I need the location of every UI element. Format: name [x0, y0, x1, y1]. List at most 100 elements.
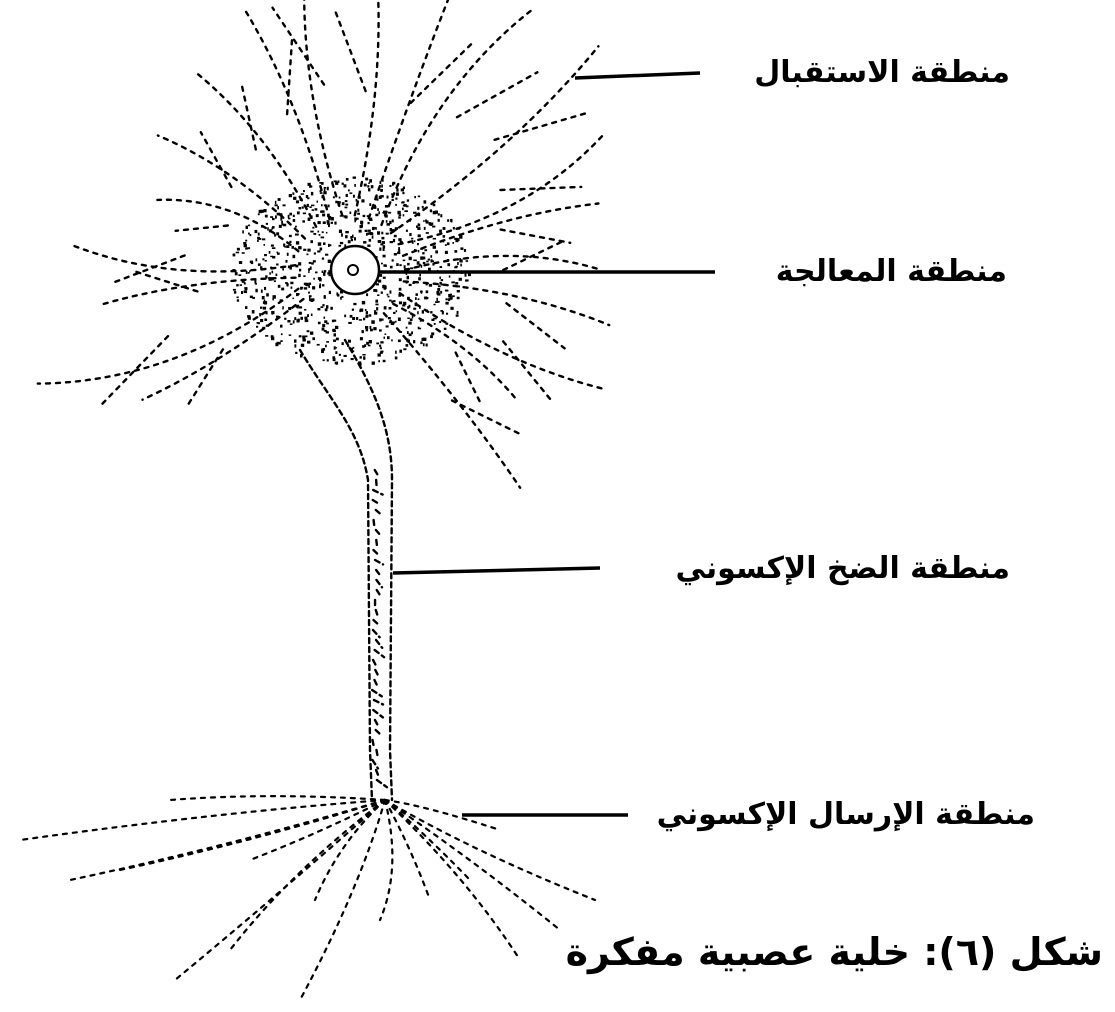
- soma-stipple: [298, 207, 302, 210]
- soma-stipple: [402, 207, 404, 211]
- soma-stipple: [398, 301, 403, 305]
- soma-stipple: [445, 301, 449, 305]
- soma-stipple: [354, 220, 356, 223]
- soma-stipple: [328, 243, 330, 247]
- dendrite-twig: [455, 71, 539, 119]
- soma-stipple: [379, 351, 383, 354]
- soma-stipple: [335, 325, 339, 330]
- soma-stipple: [350, 239, 353, 242]
- soma-stipple: [432, 245, 436, 249]
- axon-stipple: [372, 618, 381, 627]
- soma-stipple: [418, 277, 421, 281]
- soma-stipple: [422, 343, 425, 347]
- soma-stipple: [341, 233, 343, 237]
- soma-stipple: [265, 311, 268, 315]
- soma-stipple: [263, 301, 268, 305]
- soma-stipple: [446, 312, 449, 315]
- soma-stipple: [249, 295, 253, 299]
- soma-stipple: [406, 340, 410, 342]
- soma-stipple: [310, 185, 313, 188]
- soma-stipple: [347, 240, 351, 244]
- soma-stipple: [362, 345, 365, 348]
- soma-stipple: [393, 253, 397, 256]
- soma-stipple: [448, 275, 451, 278]
- soma-stipple: [403, 348, 407, 351]
- soma-stipple: [383, 286, 387, 289]
- axon-stipple: [371, 658, 378, 667]
- soma-stipple: [406, 331, 409, 334]
- soma-stipple: [467, 273, 471, 277]
- soma-stipple: [339, 215, 343, 217]
- soma-stipple: [381, 318, 384, 321]
- dendrite-twig: [130, 269, 199, 293]
- soma-stipple: [386, 195, 389, 199]
- soma-stipple: [271, 311, 275, 315]
- soma-stipple: [321, 195, 324, 199]
- soma-stipple: [351, 347, 353, 351]
- soma-stipple: [384, 205, 389, 208]
- soma-stipple: [420, 247, 424, 250]
- soma-stipple: [376, 307, 379, 311]
- soma-stipple: [386, 223, 390, 226]
- soma-stipple: [413, 211, 417, 214]
- soma-stipple: [350, 236, 353, 239]
- soma-stipple: [419, 273, 421, 277]
- soma-stipple: [386, 293, 389, 296]
- soma-stipple: [388, 321, 391, 324]
- soma-stipple: [399, 349, 402, 353]
- soma-stipple: [398, 247, 400, 251]
- soma-stipple: [270, 266, 273, 269]
- soma-stipple: [455, 314, 459, 317]
- soma-stipple: [270, 277, 274, 281]
- soma-stipple: [243, 282, 246, 285]
- soma-stipple: [330, 221, 333, 224]
- soma-stipple: [391, 339, 393, 342]
- soma-stipple: [307, 314, 309, 317]
- soma-stipple: [295, 264, 299, 268]
- soma-stipple: [383, 306, 387, 310]
- soma-stipple: [292, 192, 295, 195]
- dendrite-twig: [493, 111, 590, 141]
- soma-stipple: [429, 222, 434, 225]
- soma-stipple: [298, 262, 302, 266]
- soma-stipple: [302, 212, 307, 215]
- soma-stipple: [270, 216, 274, 218]
- soma-stipple: [460, 263, 462, 267]
- soma-stipple: [262, 326, 266, 330]
- soma-stipple: [275, 215, 277, 219]
- soma-stipple: [357, 195, 361, 199]
- soma-stipple: [312, 337, 315, 341]
- soma-stipple: [416, 261, 420, 265]
- soma-stipple: [349, 314, 353, 318]
- soma-stipple: [423, 220, 425, 222]
- soma-stipple: [236, 299, 240, 302]
- soma-stipple: [367, 244, 371, 247]
- soma-stipple: [343, 354, 347, 357]
- soma-stipple: [420, 256, 424, 260]
- soma-stipple: [403, 265, 406, 269]
- soma-stipple: [358, 229, 362, 233]
- soma-stipple: [292, 297, 294, 300]
- soma-stipple: [300, 343, 305, 347]
- dendrite-branch: [72, 244, 297, 273]
- soma-stipple: [308, 271, 310, 273]
- soma-stipple: [417, 243, 419, 246]
- soma-stipple: [290, 281, 294, 285]
- soma-stipple: [425, 220, 429, 224]
- dendrite-twig: [454, 351, 482, 404]
- soma-stipple: [464, 273, 467, 277]
- soma-stipple: [437, 288, 441, 291]
- soma-stipple: [354, 184, 356, 187]
- soma-stipple: [292, 320, 295, 324]
- soma-stipple: [398, 214, 402, 216]
- soma-stipple: [434, 210, 438, 214]
- soma-stipple: [316, 343, 320, 346]
- soma-stipple: [321, 182, 324, 185]
- soma-stipple: [332, 357, 335, 362]
- soma-stipple: [374, 311, 378, 315]
- dendrite-twig: [199, 131, 233, 189]
- soma-stipple: [450, 296, 453, 299]
- soma-stipple: [436, 293, 439, 295]
- soma-stipple: [312, 286, 316, 290]
- soma-stipple: [288, 234, 292, 238]
